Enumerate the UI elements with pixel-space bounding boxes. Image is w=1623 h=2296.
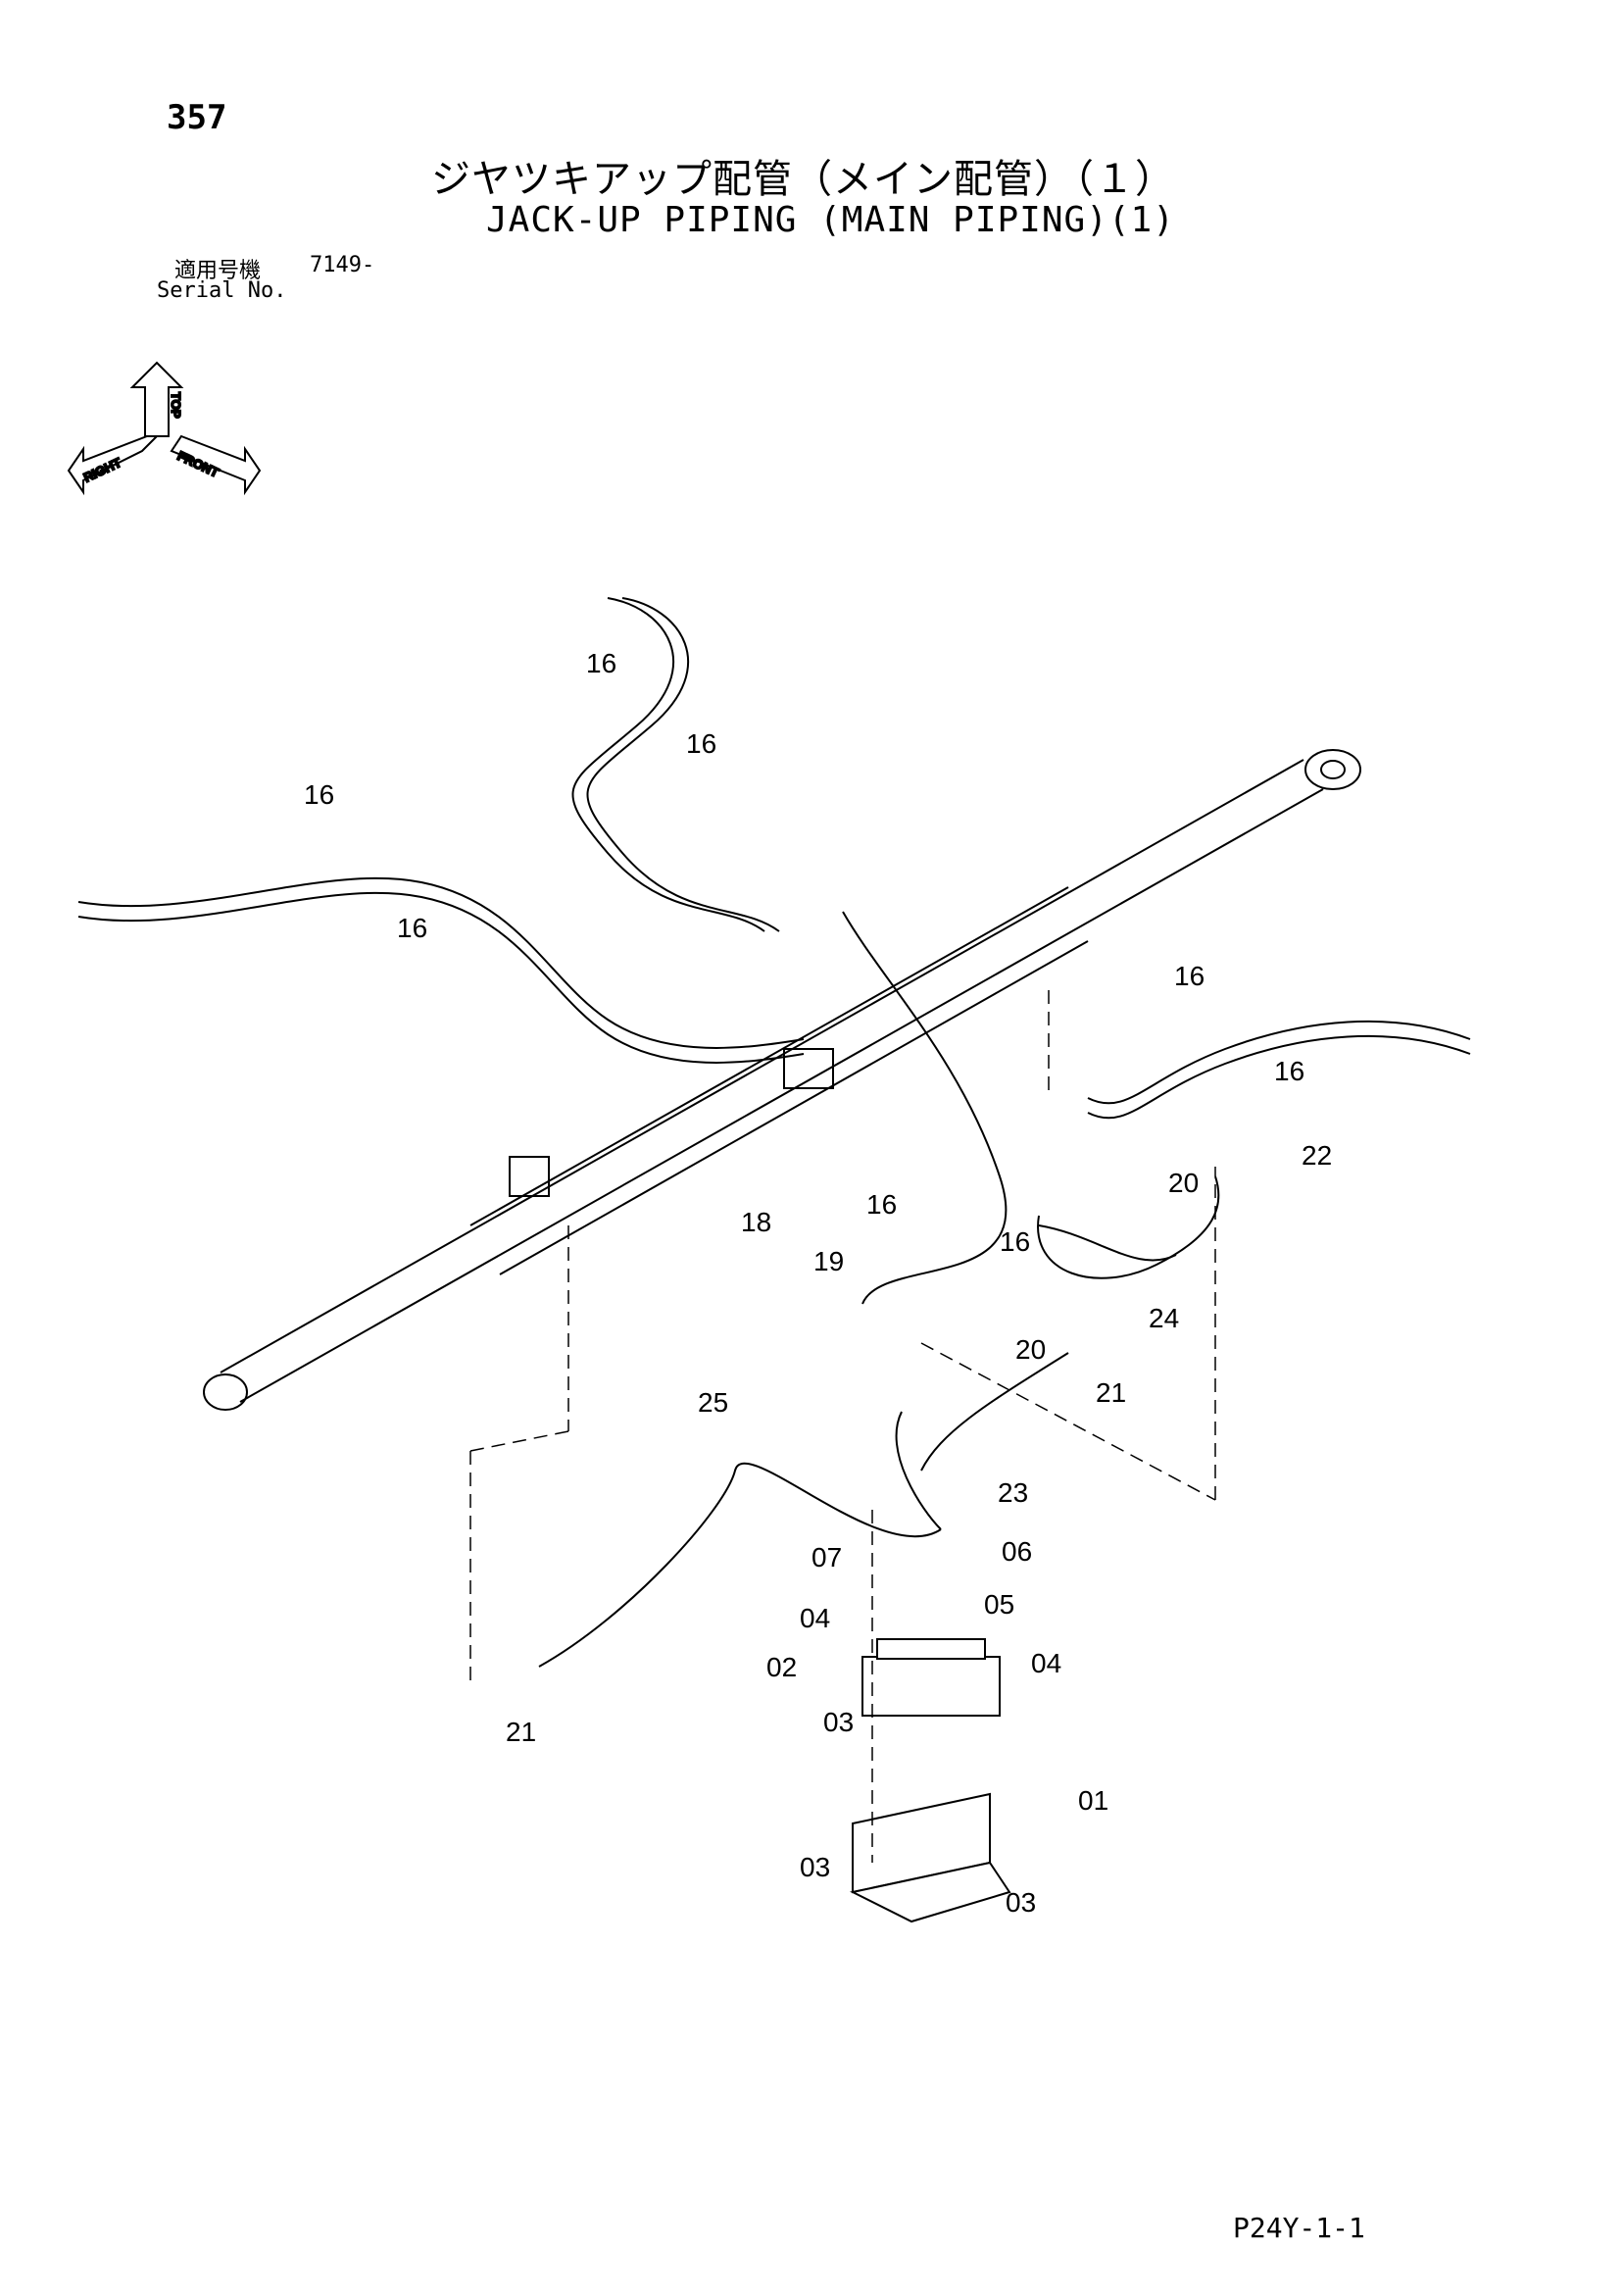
jack-cylinder (203, 749, 1361, 1411)
orientation-indicator: TOP FRONT RIGHT (67, 361, 262, 496)
callout-02: 02 (766, 1652, 797, 1682)
serial-label-english: Serial No. (157, 278, 287, 303)
footer-code: P24Y-1-1 (1233, 2212, 1365, 2244)
serial-value: 7149- (310, 253, 375, 277)
callout-16: 16 (1174, 961, 1205, 991)
callout-03: 03 (823, 1707, 854, 1737)
callout-22: 22 (1302, 1140, 1332, 1171)
callout-16: 16 (1000, 1226, 1030, 1257)
part-callouts: 16 16 16 16 16 16 16 16 22 20 18 19 24 2… (304, 648, 1332, 1918)
mounting-bracket (850, 1792, 1011, 1923)
callout-06: 06 (1002, 1536, 1032, 1567)
callout-16: 16 (304, 779, 334, 810)
title-english: JACK-UP PIPING (MAIN PIPING)(1) (486, 200, 1175, 240)
callout-24: 24 (1149, 1303, 1179, 1333)
callout-03: 03 (800, 1852, 830, 1882)
callout-04: 04 (1031, 1648, 1061, 1678)
callout-21: 21 (506, 1717, 536, 1747)
callout-01: 01 (1078, 1785, 1108, 1816)
callout-21: 21 (1096, 1377, 1126, 1408)
callout-25: 25 (698, 1387, 728, 1418)
callout-07: 07 (812, 1542, 842, 1572)
callout-20: 20 (1015, 1334, 1046, 1365)
callout-16: 16 (686, 728, 716, 759)
title-japanese: ジヤツキアップ配管（メイン配管）（１） (431, 157, 1175, 202)
hydraulic-hoses (77, 597, 1471, 1668)
valve-block (861, 1638, 1001, 1717)
callout-16: 16 (586, 648, 616, 678)
callout-04: 04 (800, 1603, 830, 1633)
serial-label-japanese: 適用号機 (174, 259, 262, 283)
callout-18: 18 (741, 1207, 771, 1237)
callout-19: 19 (813, 1246, 844, 1276)
callout-23: 23 (998, 1477, 1028, 1508)
callout-16: 16 (397, 913, 427, 943)
reference-lines (469, 990, 1216, 1863)
callout-20: 20 (1168, 1168, 1199, 1198)
callout-16: 16 (866, 1189, 897, 1220)
callout-05: 05 (984, 1589, 1014, 1620)
callout-16: 16 (1274, 1056, 1304, 1086)
orient-top: TOP (169, 392, 183, 419)
callout-03: 03 (1006, 1887, 1036, 1918)
page-number: 357 (167, 98, 227, 137)
